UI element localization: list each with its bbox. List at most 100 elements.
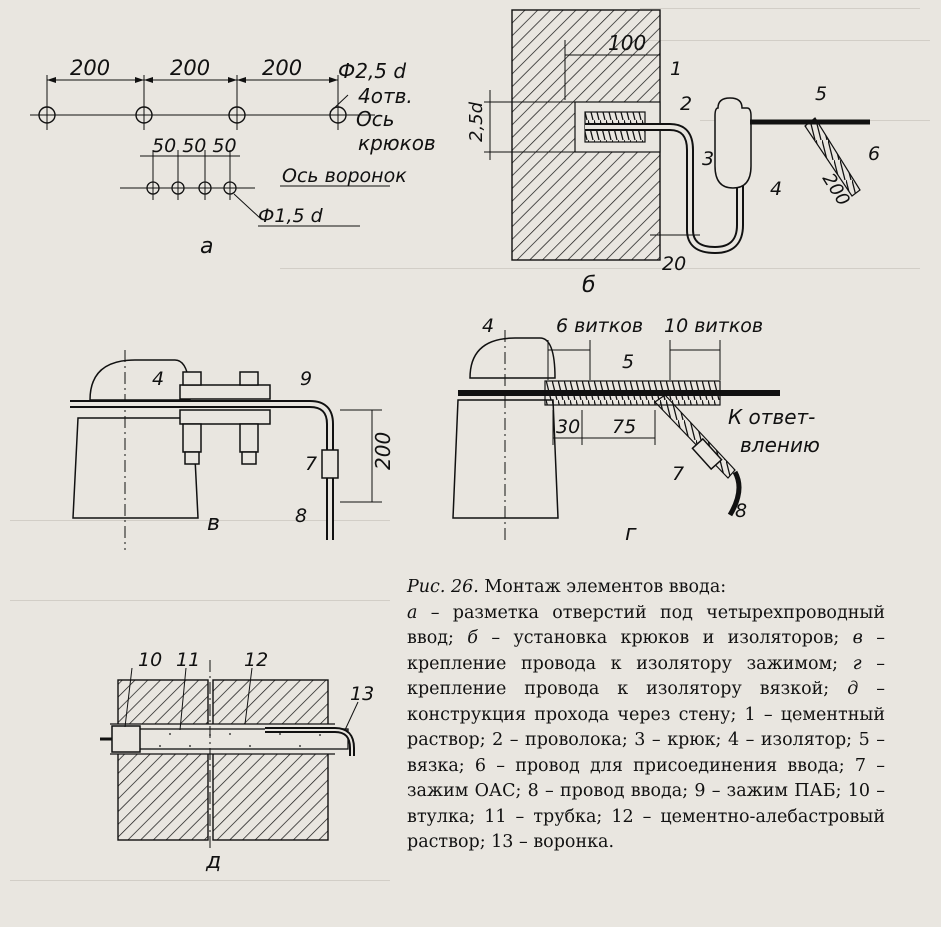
legend-3: 3 – крюк; (634, 730, 728, 750)
dim-a-200-1: 200 (70, 56, 110, 80)
legend-key: б (467, 628, 478, 648)
legend-key: 11 (484, 806, 507, 827)
panel-letter-b: б (582, 273, 596, 298)
legend-key: 1 (744, 704, 756, 725)
legend-text: – установка крюков и изоляторов; (477, 628, 853, 648)
hole-diameter-small: Ф1,5 d (258, 205, 324, 227)
panel-letter-g: г (625, 521, 637, 546)
panel-letter-d: д (205, 849, 221, 874)
legend-text: – втулка; (407, 781, 885, 827)
legend-8: 8 – провод ввода; (528, 781, 695, 801)
caption-title: Рис. 26. Монтаж элементов ввода: (407, 575, 885, 601)
dim-a-200-2: 200 (170, 56, 210, 80)
legend-6: 6 – провод для присоединения ввода; (475, 756, 855, 776)
legend-key: г (852, 653, 862, 674)
legend-9: 9 – зажим ПАБ; (694, 781, 847, 801)
insulator-body-v (72, 417, 199, 519)
label-g-7: 7 (672, 463, 684, 485)
legend-7: 7 – зажим ОАС; (407, 756, 885, 802)
bleed-line (640, 8, 920, 21)
legend-key: 4 (727, 730, 740, 750)
panel-b-hook-install: 100 2,5d 20 200 1 2 3 4 5 6 б (466, 9, 880, 298)
legend-4: 4 – изолятор; (728, 730, 859, 750)
label-d-10: 10 (138, 649, 162, 671)
legend-text: – вязка; (407, 730, 885, 776)
legend-key: 8 (527, 781, 539, 801)
panel-letter-v: в (207, 511, 220, 536)
insulator-head-v (89, 359, 191, 401)
dim-a-50: 50 50 50 (152, 135, 237, 157)
legend-text: – конструкция прохода через стену; (407, 679, 885, 725)
dim-b-2-5d: 2,5d (466, 101, 487, 142)
figure-caption: Рис. 26. Монтаж элементов ввода: а – раз… (407, 575, 885, 856)
label-d-13: 13 (350, 683, 374, 705)
axis-funnels-label: Ось воронок (282, 165, 407, 187)
clamp-pab (179, 371, 271, 465)
insulator-head-g (469, 337, 556, 379)
legend-5: 5 – вязка; (407, 730, 885, 776)
dim-b-20: 20 (662, 253, 686, 275)
legend-key: 10 (847, 781, 871, 801)
legend-text: – трубка; (506, 806, 612, 827)
legend-text: – зажим ОАС; (407, 755, 885, 802)
label-v-9: 9 (300, 368, 312, 390)
legend-key: 6 (474, 755, 487, 776)
label-d-12: 12 (244, 649, 268, 671)
label-g-8: 8 (735, 500, 747, 522)
legend-key: 12 (611, 806, 634, 827)
dim-g-75: 75 (612, 416, 636, 438)
caption-figure-number: Рис. 26. (407, 577, 479, 597)
label-b-4: 4 (770, 178, 782, 200)
legend-text: – провод ввода; (538, 781, 695, 801)
clamp-oas-v (321, 449, 339, 479)
legend-2: 2 – проволока; (492, 730, 634, 750)
bleed-line (280, 268, 920, 281)
panel-letter-a: а (200, 234, 213, 259)
legend-text: – цементно-алебастровый раствор; (407, 806, 886, 853)
legend-text: – проволока; (503, 730, 635, 750)
dim-b-100: 100 (608, 31, 646, 55)
wall-d-right (212, 679, 329, 841)
legend-key: 9 (694, 781, 706, 801)
axis-label-2: крюков (358, 131, 436, 155)
insulator-b (714, 97, 752, 189)
legend-text: – воронка. (513, 832, 615, 852)
panel-a-hole-layout: 200 200 200 Ф2,5 d 4отв. Ось крюков 50 5… (30, 56, 436, 259)
legend-key: а (407, 602, 418, 623)
label-d-11: 11 (176, 649, 200, 671)
panel-v-clamp: 200 4 9 7 8 в (70, 350, 395, 550)
dim-v-200: 200 (371, 432, 395, 470)
label-b-3: 3 (702, 148, 714, 170)
branch-label-2: влению (740, 433, 820, 457)
legend-key: в (852, 628, 863, 648)
label-g-4: 4 (482, 315, 494, 337)
panel-d-wall-passage: 10 11 12 13 д (100, 649, 374, 874)
label-g-5: 5 (622, 351, 634, 373)
bleed-line (10, 880, 390, 893)
label-v-7: 7 (305, 453, 317, 475)
panel-g-binding: 6 витков 10 витков 30 75 К ответ- влению… (452, 315, 820, 546)
turns-6: 6 витков (556, 315, 643, 337)
legend-text: – зажим ПАБ; (705, 781, 848, 801)
legend-d: д – конструкция прохода через стену; (407, 679, 885, 725)
dim-g-30: 30 (556, 416, 580, 438)
legend-text: – изолятор; (739, 730, 859, 750)
label-b-5: 5 (815, 83, 827, 105)
binding-coil (544, 380, 721, 406)
legend-key: 2 (492, 730, 504, 750)
legend-text: – цементный раствор; (407, 704, 885, 751)
legend-12: 12 – цементно-алебастровый раствор; (407, 807, 885, 853)
holes-count: 4отв. (358, 84, 413, 108)
label-v-8: 8 (295, 505, 307, 527)
legend-a: а – разметка отверстий под четырехпровод… (407, 603, 885, 649)
legend-b: б – установка крюков и изоляторов; (467, 628, 852, 648)
branch-label-1: К ответ- (728, 405, 815, 429)
legend-11: 11 – трубка; (484, 807, 611, 827)
legend-key: 5 (858, 730, 870, 750)
wall-d-left (117, 679, 209, 841)
sleeve-10 (111, 725, 141, 753)
legend-text: – крепление провода к изолятору вязкой; (407, 653, 885, 700)
legend-text: – крюк; (645, 730, 728, 750)
